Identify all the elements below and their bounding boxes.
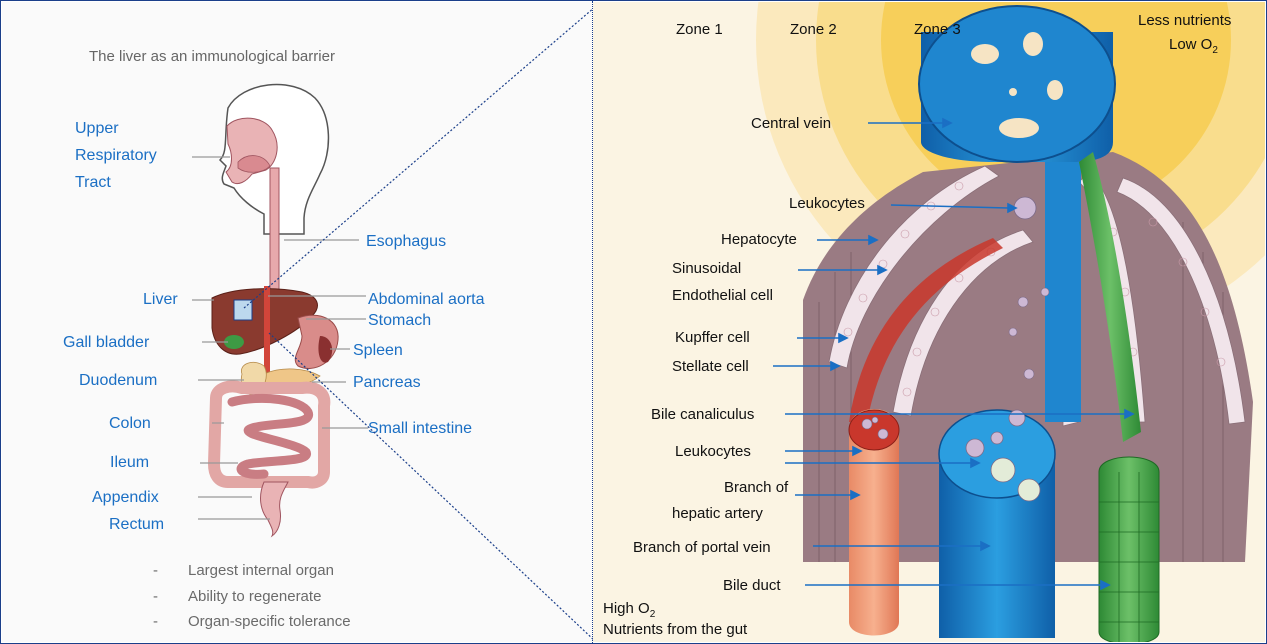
label-bile-duct: Bile duct [723,577,781,595]
anatomy-illustration [2,2,592,642]
label-leukocytes-top: Leukocytes [789,195,865,213]
label-hepatocyte: Hepatocyte [721,231,797,249]
label-duodenum: Duodenum [79,371,157,390]
label-rectum: Rectum [109,515,164,534]
bile-duct [1099,457,1159,642]
zone-1-label: Zone 1 [676,21,723,39]
label-colon: Colon [109,414,151,433]
label-bile-canaliculus: Bile canaliculus [651,406,754,424]
aorta [264,286,270,376]
low-o2-label: Low O2 [1169,36,1218,57]
central-vein-trunk [1045,162,1081,422]
label-kupffer: Kupffer cell [675,329,750,347]
zone-2-label: Zone 2 [790,21,837,39]
bullet-2: Ability to regenerate [188,588,321,606]
bullet-1: Largest internal organ [188,562,334,580]
label-upper-respiratory-1: Upper [75,119,119,138]
label-stellate: Stellate cell [672,358,749,376]
label-stomach: Stomach [368,311,431,330]
label-small-intestine: Small intestine [368,419,472,438]
esophagus [270,168,279,296]
label-central-vein: Central vein [751,115,831,133]
stomach-shape [295,315,338,368]
label-pancreas: Pancreas [353,373,421,392]
left-panel: The liver as an immunological barrier Up… [2,2,592,642]
rectum-shape [261,482,288,536]
bullet-marker-3: - [153,613,158,631]
label-ileum: Ileum [110,453,149,472]
label-portal-vein: Branch of portal vein [633,539,771,557]
nutrients-gut-label: Nutrients from the gut [603,621,747,639]
label-spleen: Spleen [353,341,403,360]
label-sinusoidal-1: Sinusoidal [672,260,741,278]
label-abdominal-aorta: Abdominal aorta [368,290,485,309]
label-upper-respiratory-3: Tract [75,173,111,192]
label-gall-bladder: Gall bladder [63,333,149,352]
zone-3-label: Zone 3 [914,21,961,39]
label-liver: Liver [143,290,178,309]
liver-highlight-box [234,300,252,320]
bullet-marker-2: - [153,588,158,606]
left-title: The liver as an immunological barrier [89,48,335,66]
label-upper-respiratory-2: Respiratory [75,146,157,165]
bullet-3: Organ-specific tolerance [188,613,351,631]
label-hepatic-artery-1: Branch of [724,479,788,497]
label-esophagus: Esophagus [366,232,446,251]
right-panel: Zone 1 Zone 2 Zone 3 Less nutrients Low … [593,2,1265,642]
high-o2-label: High O2 [603,600,655,621]
label-sinusoidal-2: Endothelial cell [672,287,773,305]
small-intestine-shape [232,398,309,474]
label-hepatic-artery-2: hepatic artery [672,505,763,523]
bullet-marker-1: - [153,562,158,580]
less-nutrients-label: Less nutrients [1138,12,1231,30]
label-leukocytes-bottom: Leukocytes [675,443,751,461]
hepatic-artery-top [849,410,899,450]
label-appendix: Appendix [92,488,159,507]
